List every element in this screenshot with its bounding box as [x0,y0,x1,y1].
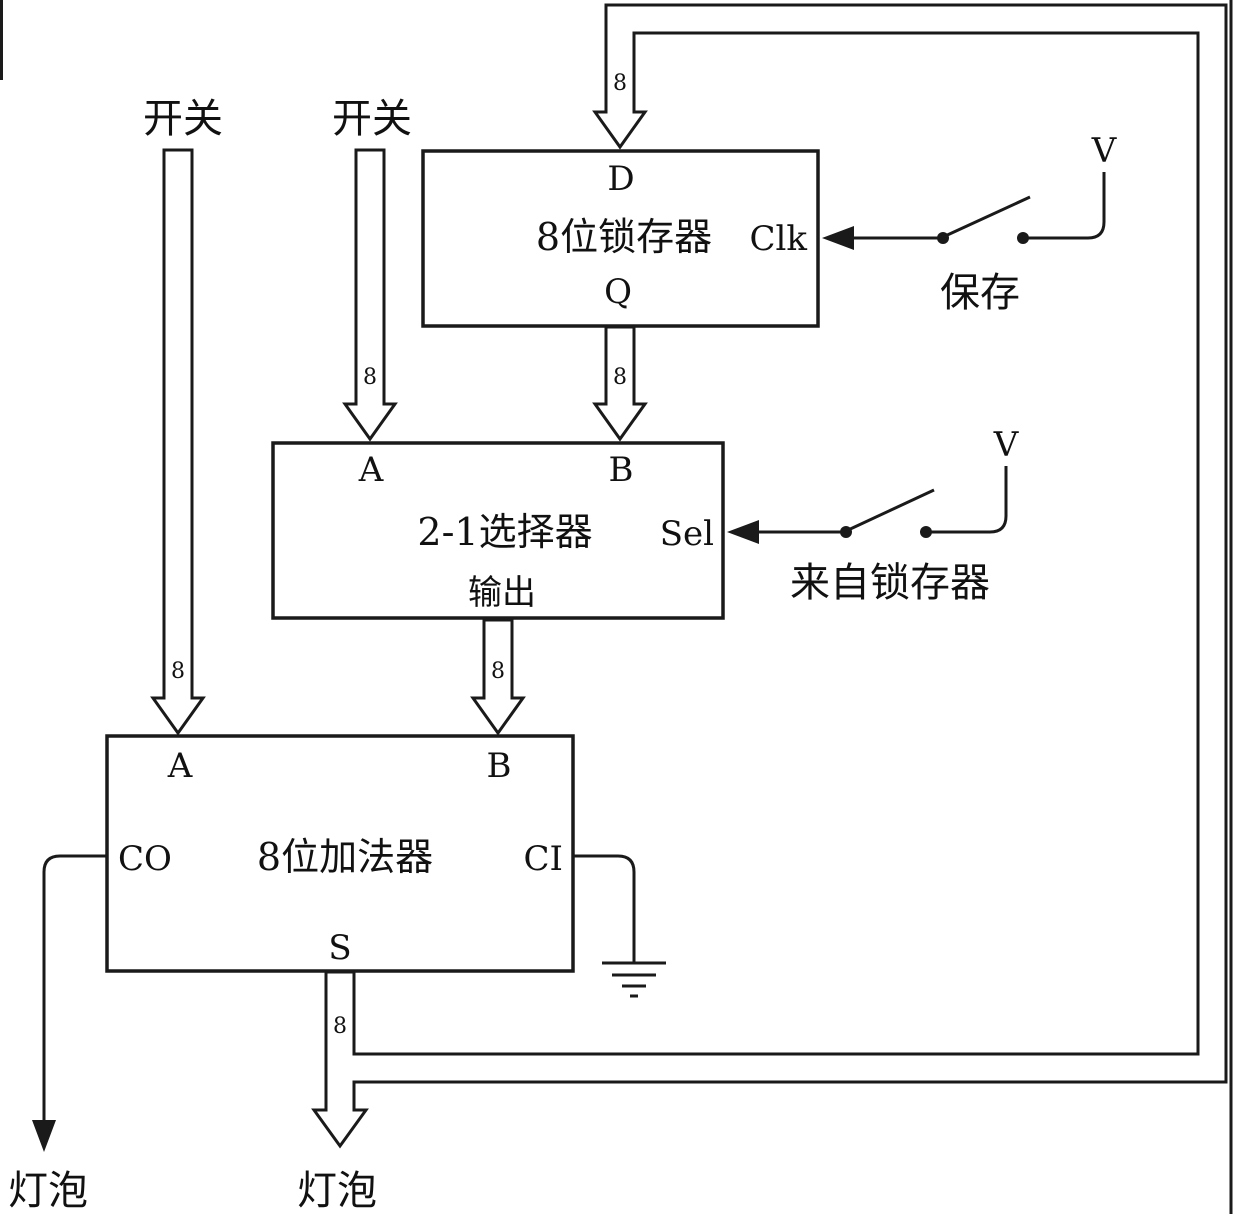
selector-output-label: 输出 [468,573,536,613]
selector-switch-label: 来自锁存器 [790,560,990,606]
save-switch-contact [1017,232,1029,244]
selector-pin-b: B [609,450,634,490]
selector-switch-voltage-wire [926,466,1008,534]
switch-label-middle: 开关 [332,96,412,142]
bus-width-label: 8 [613,365,627,390]
latch-pin-q: Q [604,272,632,312]
carry-out-wire [42,854,107,1125]
adder-box [105,734,575,973]
bus-selector-to-adder-b [470,618,526,736]
carry-bulb-label: 灯泡 [8,1168,88,1214]
selector-switch-voltage: V [993,425,1020,465]
switch-label-left: 开关 [143,96,223,142]
adder-pin-b: B [487,746,512,786]
selector-box [271,441,725,620]
latch-pin-d: D [607,159,634,199]
latch-box [421,149,820,328]
adder-pin-ci: CI [524,839,563,879]
bus-switch-to-selector-a [342,148,398,442]
save-switch-lever [942,195,1031,239]
selector-pin-a: A [358,450,384,490]
bus-width-label: 8 [171,659,185,684]
sum-bulb-label: 灯泡 [297,1168,377,1214]
clk-arrow-icon [822,226,854,250]
latch-title: 8位锁存器 [536,215,712,259]
save-switch-contact [937,232,949,244]
bus-width-label: 8 [491,659,505,684]
save-switch-label: 保存 [940,270,1020,316]
latch-pin-clk: Clk [750,219,808,259]
selector-switch-contact [920,526,932,538]
adder-pin-co: CO [118,839,172,879]
save-switch-voltage: V [1091,131,1118,171]
bus-latch-q-to-selector-b [592,325,648,442]
selector-title: 2-1选择器 [417,510,592,554]
adder-pin-a: A [167,746,193,786]
adder-pin-s: S [328,928,351,968]
bus-switch-to-adder-a [150,148,206,736]
adder-title: 8位加法器 [257,835,433,879]
save-switch-voltage-wire [1023,172,1106,240]
carry-out-arrow-icon [32,1120,56,1152]
bus-width-label: 8 [363,365,377,390]
bus-sum-feedback-loop [311,3,1228,1149]
bus-width-label: 8 [333,1014,347,1039]
carry-in-ground-wire [573,854,636,963]
bus-width-label: 8 [613,71,627,96]
selector-switch-contact [840,526,852,538]
selector-pin-sel: Sel [660,514,714,554]
sel-arrow-icon [727,520,759,544]
selector-switch-lever [845,488,935,533]
